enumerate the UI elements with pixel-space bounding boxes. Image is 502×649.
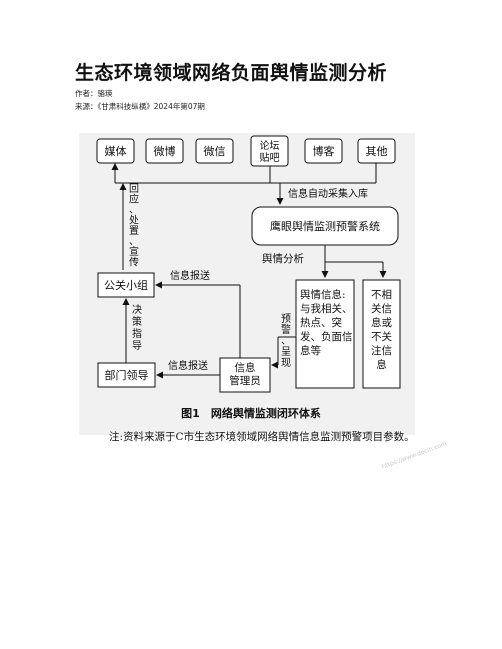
report-label-lower: 信息报送: [168, 359, 208, 372]
article-source: 来源：《甘肃科技纵横》2024年第07期: [75, 102, 205, 111]
report-label-upper: 信息报送: [170, 269, 210, 282]
source-forum-label: 论坛贴吧: [260, 139, 280, 164]
collect-label: 信息自动采集入库: [288, 187, 368, 200]
source-wechat-label: 微信: [204, 144, 226, 158]
irrelevant-info-text: 不相关信息或不关注信息: [371, 288, 392, 371]
source-blog-label: 博客: [313, 144, 335, 158]
relevant-info-text: 舆情信息:与我相关、热点、突发、负面信息等: [300, 288, 353, 357]
source-weibo-label: 微博: [154, 144, 176, 158]
figure-caption: 图1 网络舆情监测闭环体系: [181, 407, 321, 420]
article-author: 作者：骆瑛: [75, 89, 113, 98]
source-weibo-box: [145, 138, 184, 164]
source-blog-box: [304, 138, 343, 164]
officer-box: [219, 357, 271, 393]
pr-text: 公关小组: [104, 278, 148, 292]
source-wechat-box: [195, 138, 234, 164]
article-title: 生态环境领域网络负面舆情监测分析: [75, 62, 388, 84]
system-label: 鹰眼舆情监测预警系统: [270, 219, 380, 233]
respond-label: 回应、处置、宣传: [129, 183, 139, 269]
source-other-label: 其他: [366, 145, 388, 158]
irrelevant-info-box: [362, 279, 401, 389]
analysis-label: 舆情分析: [262, 252, 304, 265]
source-media-label: 媒体: [105, 144, 127, 158]
decision-label: 决策指导: [132, 304, 142, 352]
pr-box: [97, 272, 155, 298]
relevant-info-box: [295, 279, 355, 389]
figure-note: 注:资料来源于C市生态环境领域网络舆情信息监测预警项目参数。: [109, 431, 415, 443]
officer-text: 信息管理员: [229, 361, 261, 387]
warn-label: 预警、呈现: [281, 313, 291, 369]
leader-text: 部门领导: [105, 368, 149, 382]
